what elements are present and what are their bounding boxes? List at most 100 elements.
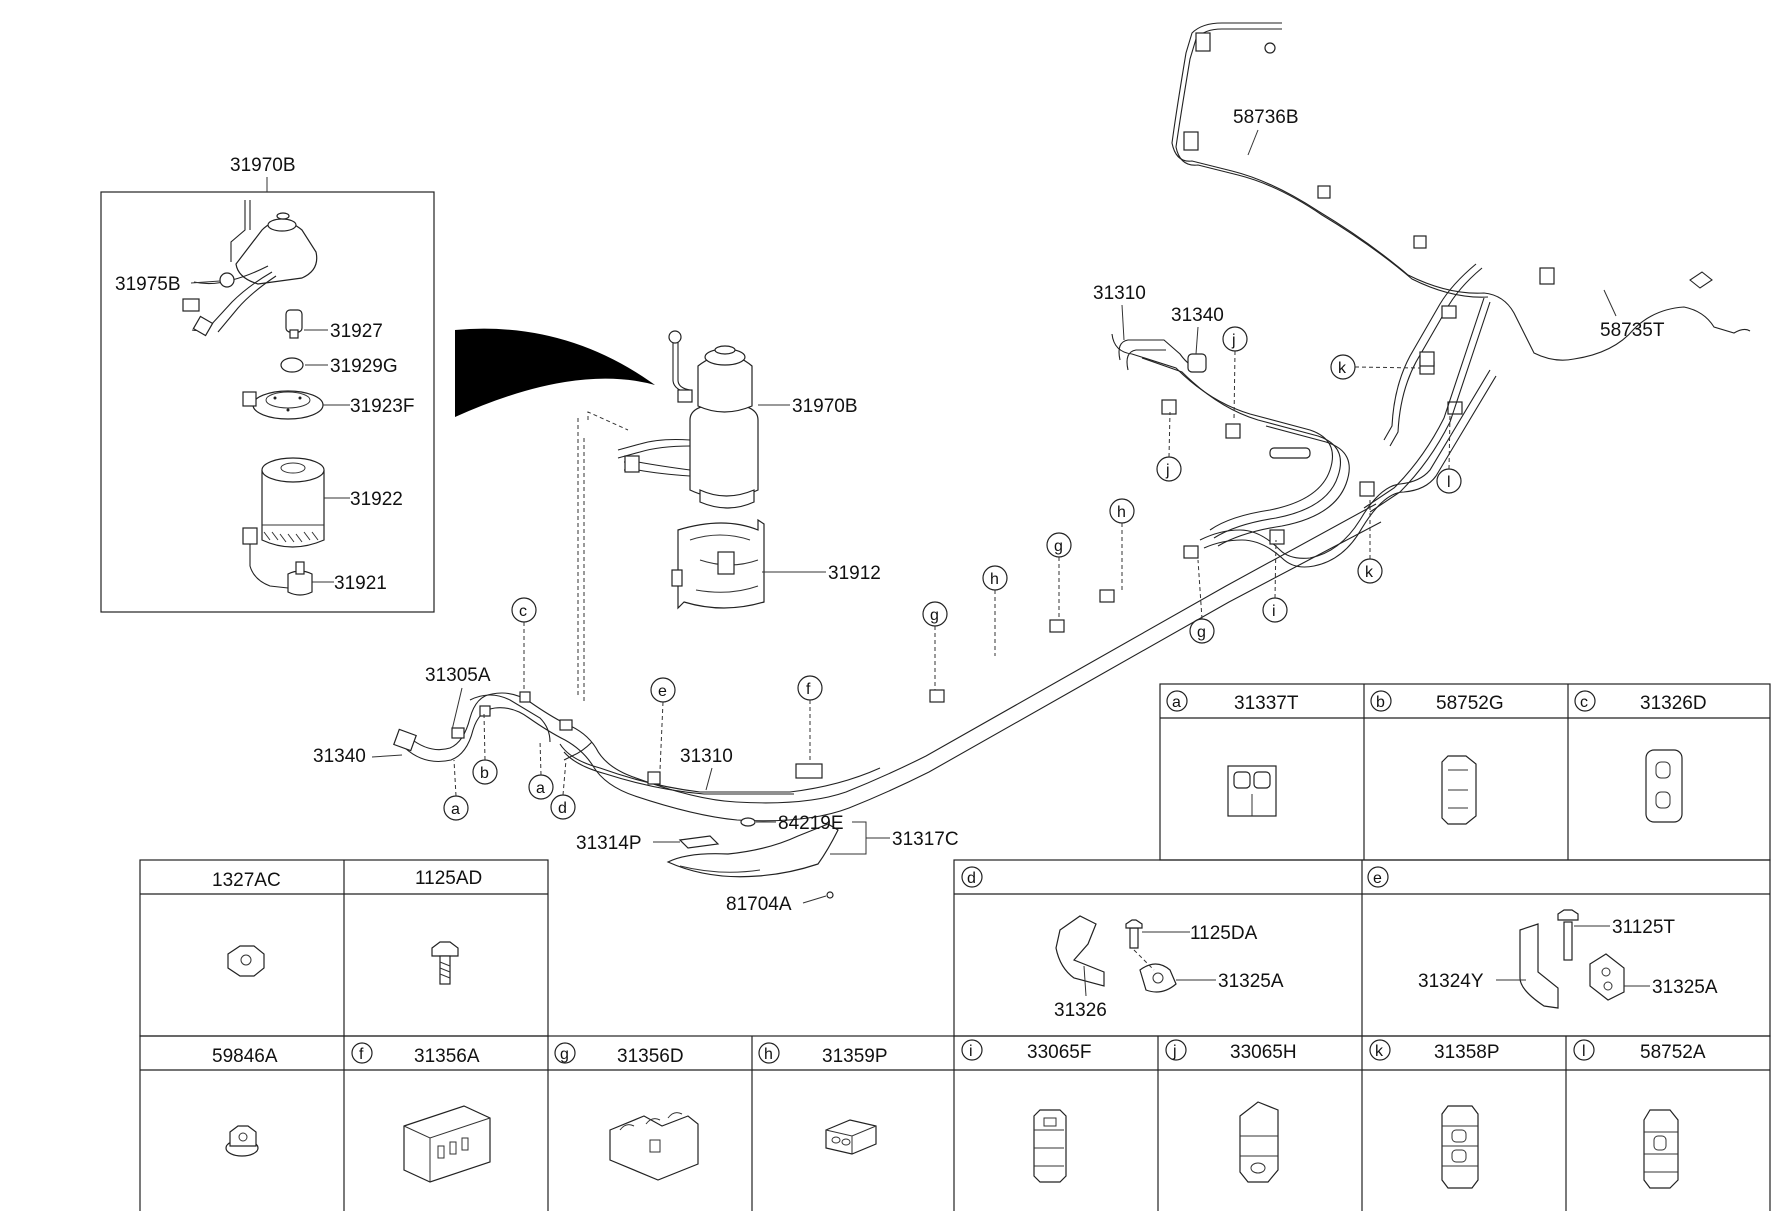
cell-g-letter: g xyxy=(560,1046,569,1063)
label-81704A: 81704A xyxy=(726,894,792,915)
cell-j-letter: j xyxy=(1172,1043,1177,1060)
svg-text:c: c xyxy=(1580,694,1588,711)
svg-text:a: a xyxy=(1172,694,1181,711)
callout-e: e xyxy=(650,677,676,771)
bracket-e-icon xyxy=(1519,909,1625,1009)
bolt-icon xyxy=(431,941,459,985)
cell-c: c 31326D xyxy=(1574,690,1707,823)
label-31929G: 31929G xyxy=(330,356,398,377)
svg-text:d: d xyxy=(558,800,567,817)
bracket-d-icon xyxy=(1055,915,1177,993)
flange-nut-icon xyxy=(225,1125,259,1157)
label-31921: 31921 xyxy=(334,573,387,594)
label-31970B-inset: 31970B xyxy=(230,155,296,176)
block-31359P-icon xyxy=(825,1119,877,1155)
label-31314P: 31314P xyxy=(576,833,642,854)
label-31310-right: 31310 xyxy=(1093,283,1146,304)
label-31923F: 31923F xyxy=(350,396,414,417)
svg-text:f: f xyxy=(806,681,811,698)
svg-text:31326D: 31326D xyxy=(1640,693,1707,714)
svg-text:g: g xyxy=(930,607,939,624)
filter-cartridge-icon xyxy=(261,457,325,548)
cell-f-letter: f xyxy=(359,1046,364,1063)
svg-text:i: i xyxy=(1272,603,1276,620)
label-31317C: 31317C xyxy=(892,829,959,850)
svg-text:b: b xyxy=(480,765,489,782)
svg-text:b: b xyxy=(1376,694,1385,711)
nut-icon xyxy=(227,945,265,977)
svg-text:k: k xyxy=(1365,564,1374,581)
clip-58752G-icon xyxy=(1441,755,1477,825)
svg-text:j: j xyxy=(1231,332,1236,349)
callout-a-2: a xyxy=(528,739,554,800)
heat-shield-icon xyxy=(666,817,839,899)
svg-text:58752G: 58752G xyxy=(1436,693,1504,714)
label-31975B: 31975B xyxy=(115,274,181,295)
label-31324Y: 31324Y xyxy=(1418,971,1484,992)
svg-text:h: h xyxy=(990,571,999,588)
callout-g-1: g xyxy=(922,601,948,690)
clip-58752A-icon xyxy=(1643,1109,1679,1189)
label-84219E: 84219E xyxy=(778,813,844,834)
cell-31359P-label: 31359P xyxy=(822,1046,888,1067)
label-31912: 31912 xyxy=(828,563,881,584)
callout-k-2: k xyxy=(1357,500,1383,584)
cell-58752A-label: 58752A xyxy=(1640,1042,1706,1063)
filter-head-icon xyxy=(182,200,318,337)
fuel-line-rear xyxy=(1111,333,1497,568)
vapor-line xyxy=(1171,22,1751,513)
clip-31356A-icon xyxy=(403,1105,491,1183)
fuel-heater-icon xyxy=(242,527,313,596)
callout-d: d xyxy=(550,759,576,820)
label-58735T: 58735T xyxy=(1600,320,1665,341)
label-31340-right: 31340 xyxy=(1171,305,1224,326)
cell-33065H-label: 33065H xyxy=(1230,1042,1297,1063)
cell-k-letter: k xyxy=(1375,1043,1384,1060)
label-58736B: 58736B xyxy=(1233,107,1299,128)
callout-j-1: j xyxy=(1222,326,1248,421)
clip-33065F-icon xyxy=(1033,1109,1067,1183)
clip-31337T-icon xyxy=(1227,765,1277,817)
clip-31326D-icon xyxy=(1645,749,1683,823)
svg-text:l: l xyxy=(1447,474,1451,491)
cell-e-letter: e xyxy=(1373,870,1382,887)
cell-31358P-label: 31358P xyxy=(1434,1042,1500,1063)
clip-33065H-icon xyxy=(1239,1101,1279,1183)
svg-text:a: a xyxy=(451,801,460,818)
callout-b: b xyxy=(472,713,498,785)
label-31927: 31927 xyxy=(330,321,383,342)
svg-text:e: e xyxy=(658,683,667,700)
cell-b: b 58752G xyxy=(1370,690,1504,825)
clip-31358P-icon xyxy=(1441,1105,1479,1189)
cell-31356D-label: 31356D xyxy=(617,1046,684,1067)
label-1125DA: 1125DA xyxy=(1190,923,1258,944)
filter-assembly-icon xyxy=(617,330,759,509)
cell-31356A-label: 31356A xyxy=(414,1046,480,1067)
o-ring-icon xyxy=(280,357,304,373)
callout-h-2: h xyxy=(1109,498,1135,590)
label-31125T: 31125T xyxy=(1612,917,1675,938)
svg-text:a: a xyxy=(536,780,545,797)
cell-1125AD-label: 1125AD xyxy=(415,868,482,889)
label-31922: 31922 xyxy=(350,489,403,510)
callout-h-1: h xyxy=(982,565,1008,656)
label-31305A: 31305A xyxy=(425,665,491,686)
callout-g-2: g xyxy=(1046,532,1072,620)
parts-table-mid-left xyxy=(139,859,549,1037)
svg-text:31337T: 31337T xyxy=(1234,693,1299,714)
cell-h-letter: h xyxy=(764,1046,773,1063)
cell-33065F-label: 33065F xyxy=(1027,1042,1091,1063)
sensor-icon xyxy=(285,309,303,339)
label-31325A-e: 31325A xyxy=(1652,977,1718,998)
svg-text:g: g xyxy=(1197,624,1206,641)
callout-c: c xyxy=(511,597,537,690)
cell-a: a 31337T xyxy=(1166,690,1299,817)
filter-cap-icon xyxy=(242,390,324,420)
svg-text:g: g xyxy=(1054,538,1063,555)
callout-i: i xyxy=(1262,539,1288,623)
label-31340-left: 31340 xyxy=(313,746,366,767)
callout-f: f xyxy=(797,675,823,762)
cell-d-letter: d xyxy=(967,870,976,887)
callout-a-1: a xyxy=(443,759,469,821)
